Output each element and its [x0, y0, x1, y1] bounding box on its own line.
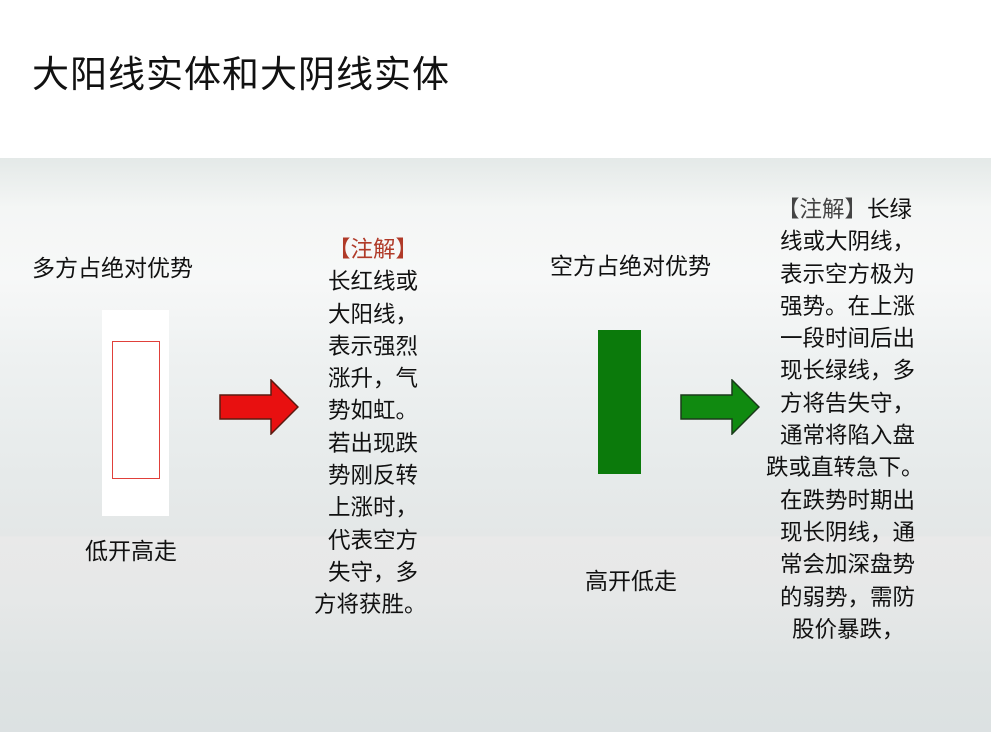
right-note-line: 强势。在上涨	[780, 293, 916, 320]
right-arrow-green-icon	[680, 379, 760, 435]
right-note-line: 一段时间后出	[780, 326, 916, 353]
left-note-line: 表示强烈	[328, 333, 419, 360]
left-caption: 低开高走	[85, 539, 177, 565]
right-caption: 高开低走	[585, 569, 677, 595]
left-note-mark: 【注解】	[328, 237, 419, 263]
bear-candle-body	[598, 330, 641, 474]
right-note-line: 常会加深盘势	[780, 552, 916, 579]
left-note: 【注解】 长红线或 大阳线， 表示强烈 涨升，气 势如虹。 若出现跌 势刚反转 …	[314, 234, 427, 622]
left-note-line: 长红线或	[328, 269, 419, 296]
right-note-line: 股价暴跌，	[792, 616, 905, 643]
right-note-line: 在跌势时期出	[780, 487, 916, 514]
right-note-line: 现长阴线，通	[780, 519, 916, 546]
left-note-line: 势刚反转	[328, 463, 419, 490]
right-note-line: 线或大阴线，	[780, 229, 916, 256]
left-note-line: 涨升，气	[328, 366, 419, 393]
left-note-line: 若出现跌	[328, 430, 419, 457]
bull-candle-body	[112, 341, 160, 479]
right-note-line: 的弱势，需防	[780, 584, 916, 611]
right-note-line: 方将告失守，	[780, 390, 916, 417]
left-note-line: 方将获胜。	[314, 592, 427, 619]
left-heading: 多方占绝对优势	[32, 256, 193, 282]
slide-title: 大阳线实体和大阴线实体	[32, 53, 450, 96]
left-note-line: 大阳线，	[328, 301, 419, 328]
right-note: 【注解】长绿 线或大阴线， 表示空方极为 强势。在上涨 一段时间后出 现长绿线，…	[766, 194, 924, 646]
right-note-line: 现长绿线，多	[780, 358, 916, 385]
right-heading: 空方占绝对优势	[550, 254, 711, 280]
right-arrow-red-icon	[219, 379, 299, 435]
left-note-line: 失守，多	[328, 559, 419, 586]
left-note-line: 代表空方	[328, 527, 419, 554]
left-note-line: 势如虹。	[328, 398, 419, 425]
right-note-mark: 【注解】	[777, 197, 868, 223]
right-note-line: 跌或直转急下。	[766, 455, 924, 482]
right-note-line: 通常将陷入盘	[780, 423, 916, 450]
right-note-line: 长绿	[867, 197, 913, 223]
right-note-line: 表示空方极为	[780, 261, 916, 288]
left-note-line: 上涨时，	[328, 495, 419, 522]
